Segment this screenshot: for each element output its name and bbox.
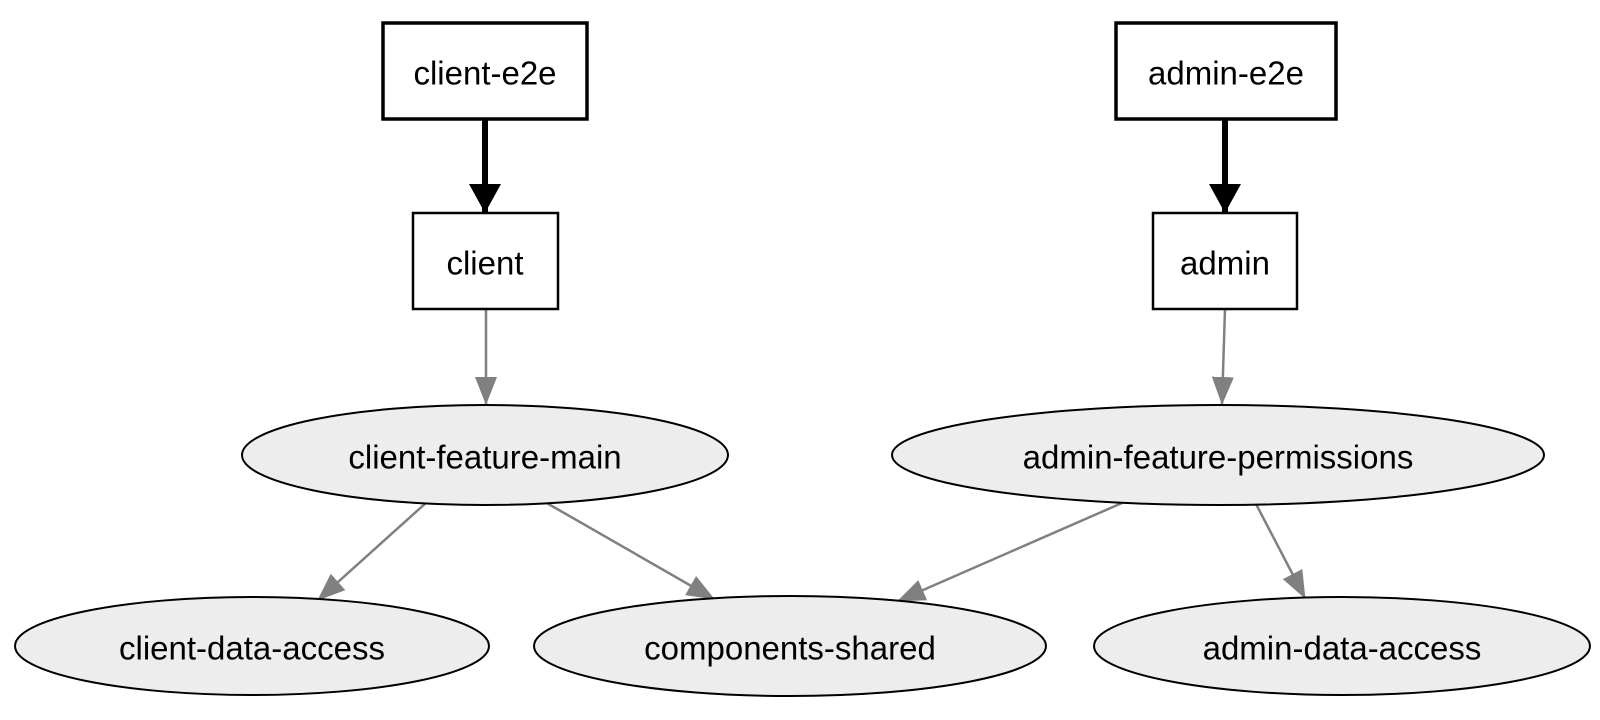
edge-client-feature-main-to-components-shared <box>544 500 715 601</box>
node-client-label: client <box>446 245 523 282</box>
node-client-data-access: client-data-access <box>14 596 490 696</box>
node-client-feature-main-label: client-feature-main <box>348 439 621 476</box>
edges-layer <box>317 119 1307 603</box>
node-client-e2e-box <box>381 21 589 121</box>
node-client-data-access-label: client-data-access <box>119 630 385 667</box>
node-admin-data-access: admin-data-access <box>1093 596 1591 696</box>
node-admin: admin <box>1151 211 1299 311</box>
node-client-feature-main-ellipse <box>241 404 729 506</box>
node-client: client <box>411 211 560 311</box>
node-admin-e2e-label: admin-e2e <box>1148 55 1304 92</box>
node-components-shared: components-shared <box>533 595 1047 697</box>
node-admin-e2e-box <box>1114 21 1338 121</box>
node-client-data-access-ellipse <box>14 596 490 696</box>
node-admin-box <box>1151 211 1299 311</box>
nodes-layer: client-e2e admin-e2e client admin client… <box>14 21 1591 697</box>
edge-admin-feature-permissions-to-admin-data-access <box>1254 503 1307 599</box>
node-admin-feature-permissions: admin-feature-permissions <box>891 404 1545 506</box>
node-client-box <box>411 211 560 311</box>
node-client-e2e-label: client-e2e <box>413 55 556 92</box>
edge-admin-to-admin-feature-permissions <box>1211 308 1234 405</box>
node-admin-data-access-ellipse <box>1093 596 1591 696</box>
node-admin-e2e: admin-e2e <box>1114 21 1338 121</box>
node-admin-feature-permissions-ellipse <box>891 404 1545 506</box>
node-client-e2e: client-e2e <box>381 21 589 121</box>
node-components-shared-ellipse <box>533 595 1047 697</box>
node-components-shared-label: components-shared <box>644 630 936 667</box>
edge-client-feature-main-to-client-data-access <box>317 501 428 601</box>
edge-admin-feature-permissions-to-components-shared <box>897 501 1123 603</box>
node-admin-feature-permissions-label: admin-feature-permissions <box>1023 439 1414 476</box>
node-admin-label: admin <box>1180 245 1270 282</box>
node-client-feature-main: client-feature-main <box>241 404 729 506</box>
node-admin-data-access-label: admin-data-access <box>1203 630 1482 667</box>
